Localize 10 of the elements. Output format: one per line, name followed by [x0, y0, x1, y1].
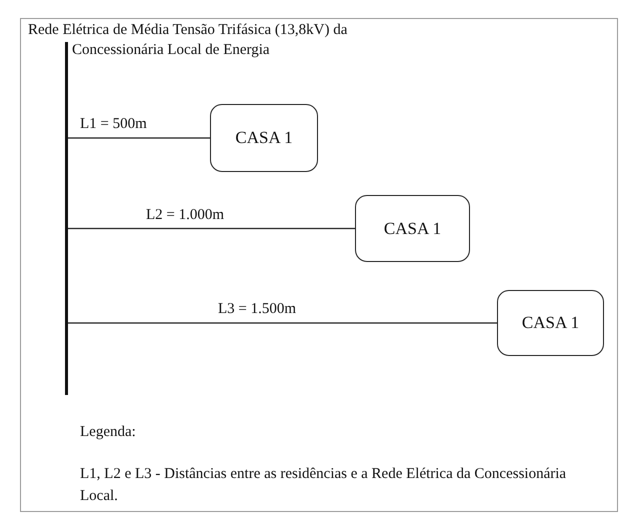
house-box: CASA 1 — [497, 290, 604, 356]
power-line-bar — [65, 42, 68, 395]
house-box: CASA 1 — [355, 195, 470, 262]
legend-heading: Legenda: — [80, 423, 137, 442]
cable-line — [68, 137, 210, 139]
power-line-label: Rede Elétrica de Média Tensão Trifásica (13,8kV) da Concessionária Local de Energia — [28, 21, 348, 60]
house-box: CASA 1 — [210, 104, 318, 172]
cable-line — [68, 322, 497, 324]
legend-note: L1, L2 e L3 - Distâncias entre as residências e a Rede Elétrica da Concessionária Local. — [80, 465, 568, 506]
cable-line — [68, 228, 355, 230]
